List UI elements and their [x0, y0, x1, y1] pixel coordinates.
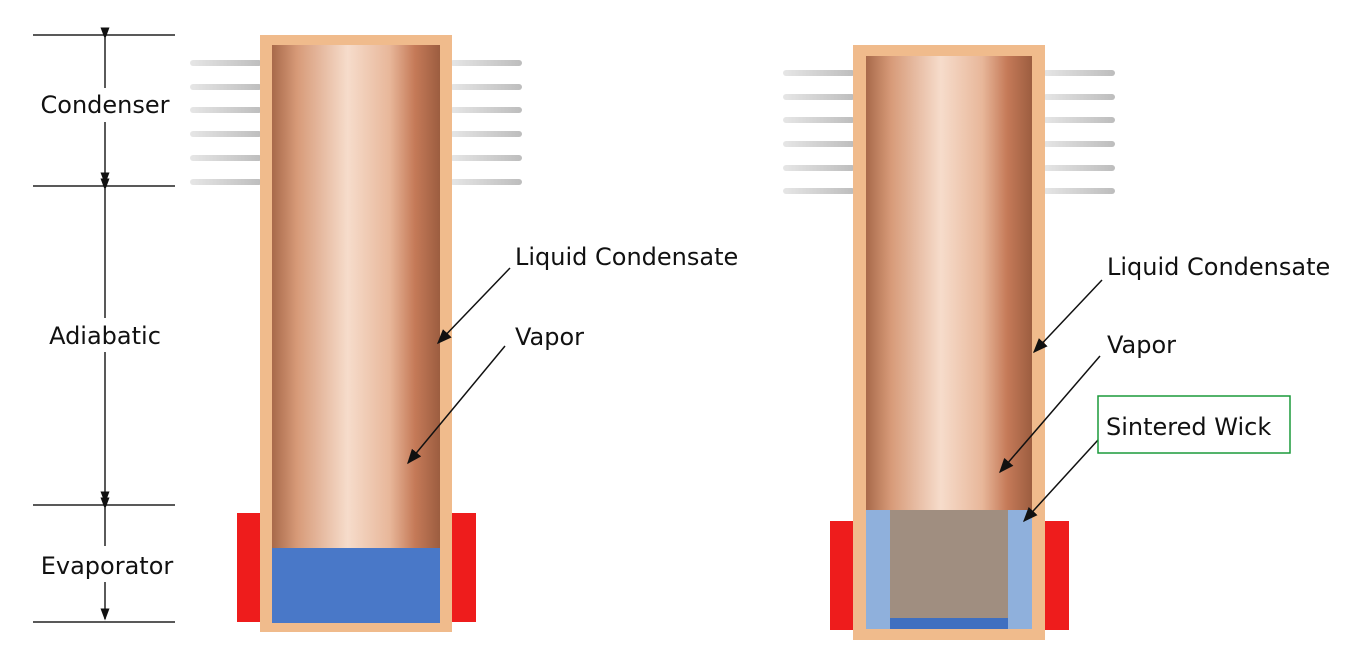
heater-left — [830, 521, 856, 630]
condenser-fins-left — [190, 60, 522, 185]
heater-right — [450, 513, 476, 622]
heater-right — [1043, 521, 1069, 630]
heater-left — [237, 513, 263, 622]
adiabatic-label: Adiabatic — [49, 322, 161, 350]
sintered-wick-label: Sintered Wick — [1106, 413, 1271, 441]
right-vapor-label: Vapor — [1107, 331, 1176, 359]
condenser-label: Condenser — [41, 91, 170, 119]
left-heat-pipe — [190, 35, 522, 632]
vapor-core — [272, 45, 440, 623]
left-vapor-label: Vapor — [515, 323, 584, 351]
wick-cavity — [890, 510, 1008, 618]
section-dimension-scale — [33, 27, 175, 623]
right-heat-pipe — [783, 45, 1115, 640]
evaporator-label: Evaporator — [41, 552, 174, 580]
right-liquid-condensate-label: Liquid Condensate — [1107, 253, 1330, 281]
condenser-fins-right — [783, 70, 1115, 194]
left-liquid-condensate-label: Liquid Condensate — [515, 243, 738, 271]
liquid-pool — [272, 548, 440, 623]
sintered-wick-highlight-box — [1097, 395, 1291, 454]
